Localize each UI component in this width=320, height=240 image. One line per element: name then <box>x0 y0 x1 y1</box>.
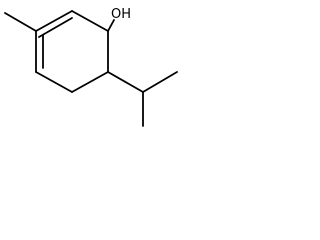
isopropyl-bond-ring <box>107 71 144 93</box>
ring-bond-c2-c3 <box>71 10 109 32</box>
ring-double-bond-inner-c1-c2 <box>38 17 73 38</box>
ring-bond-c4-c5 <box>71 71 109 93</box>
isopropyl-bond-methyl-upper <box>142 71 178 93</box>
ring-bond-c5-c6 <box>35 71 73 93</box>
hydroxyl-bond <box>107 19 115 32</box>
chemical-structure-diagram: OH <box>4 7 178 127</box>
ring-bond-c1-c2 <box>35 10 73 32</box>
hydroxyl-label: OH <box>111 7 131 22</box>
methyl-bond <box>4 12 37 32</box>
